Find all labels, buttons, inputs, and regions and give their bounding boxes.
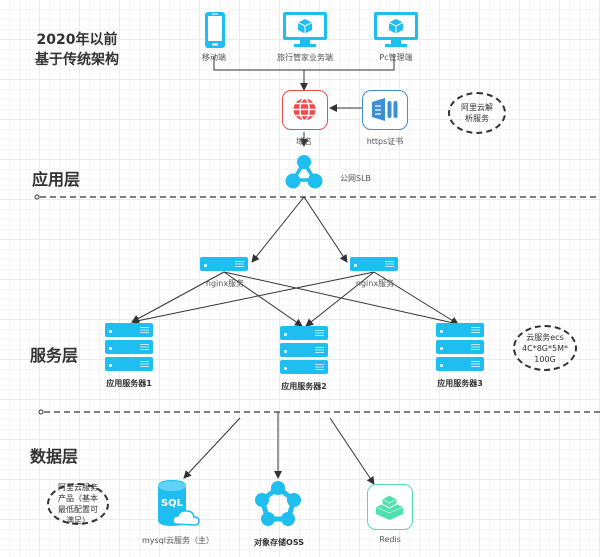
nginx-label-2: nginx服务 <box>355 279 395 288</box>
server-icon <box>350 257 398 271</box>
slb-node[interactable] <box>284 153 324 191</box>
redis-icon <box>375 494 404 520</box>
app-server-node-2[interactable] <box>280 326 328 376</box>
https-cert-label: https证书 <box>366 137 404 146</box>
monitor-cube-icon <box>374 12 418 47</box>
layer-label-service: 服务层 <box>30 346 79 365</box>
slb-network-icon <box>285 155 323 189</box>
business-client-label: 旅行管家业务端 <box>277 53 333 62</box>
server-icon <box>105 323 153 337</box>
globe-icon <box>293 97 316 122</box>
redis-node[interactable] <box>367 484 413 530</box>
server-icon <box>436 340 484 354</box>
domain-label: 域名 <box>296 137 312 146</box>
oss-label: 对象存储OSS <box>254 538 304 547</box>
layer-label-data: 数据层 <box>30 447 79 466</box>
app-server-node-3[interactable] <box>436 323 484 373</box>
layer-label-app: 应用层 <box>32 170 81 189</box>
nginx-label-1: nginx服务 <box>205 279 245 288</box>
mobile-client-label: 移动端 <box>202 53 226 62</box>
server-icon <box>105 340 153 354</box>
redis-label: Redis <box>379 535 401 544</box>
ecs-spec-note: 云服务ecs 4C*8G*5M* 100G <box>513 325 577 371</box>
oss-storage-icon <box>255 481 301 526</box>
nginx-node-2[interactable] <box>350 257 398 272</box>
https-cert-node[interactable] <box>362 90 408 130</box>
slb-label: 公网SLB <box>340 174 372 183</box>
dns-service-note: 阿里云解析服务 <box>448 92 506 134</box>
svg-text:SQL: SQL <box>161 498 184 509</box>
app-server-label-2: 应用服务器2 <box>281 382 327 391</box>
data-service-note: 阿里云服务产品（基本最低配置可满足） <box>47 483 109 525</box>
mobile-client-node[interactable] <box>204 11 226 49</box>
domain-node[interactable] <box>282 90 328 130</box>
pc-admin-client-node[interactable] <box>373 11 419 47</box>
sql-database-icon: SQL <box>158 480 200 526</box>
server-icon <box>105 357 153 371</box>
app-server-label-1: 应用服务器1 <box>106 379 152 388</box>
pc-admin-client-label: Pc管理端 <box>379 53 413 62</box>
server-icon <box>436 323 484 337</box>
server-icon <box>280 360 328 374</box>
diagram-title: 2020年以前 基于传统架构 <box>35 32 119 68</box>
mysql-node[interactable]: SQL <box>158 480 208 530</box>
oss-node[interactable] <box>254 480 304 530</box>
monitor-cube-icon <box>283 12 327 47</box>
certificate-icon <box>372 98 398 121</box>
server-icon <box>436 357 484 371</box>
app-server-label-3: 应用服务器3 <box>437 379 483 388</box>
nginx-node-1[interactable] <box>200 257 248 272</box>
mysql-label: mysql云服务（主） <box>142 536 214 545</box>
app-server-node-1[interactable] <box>105 323 153 373</box>
server-icon <box>280 343 328 357</box>
business-client-node[interactable] <box>282 11 328 47</box>
server-icon <box>200 257 248 271</box>
mobile-phone-icon <box>205 12 225 48</box>
server-icon <box>280 326 328 340</box>
